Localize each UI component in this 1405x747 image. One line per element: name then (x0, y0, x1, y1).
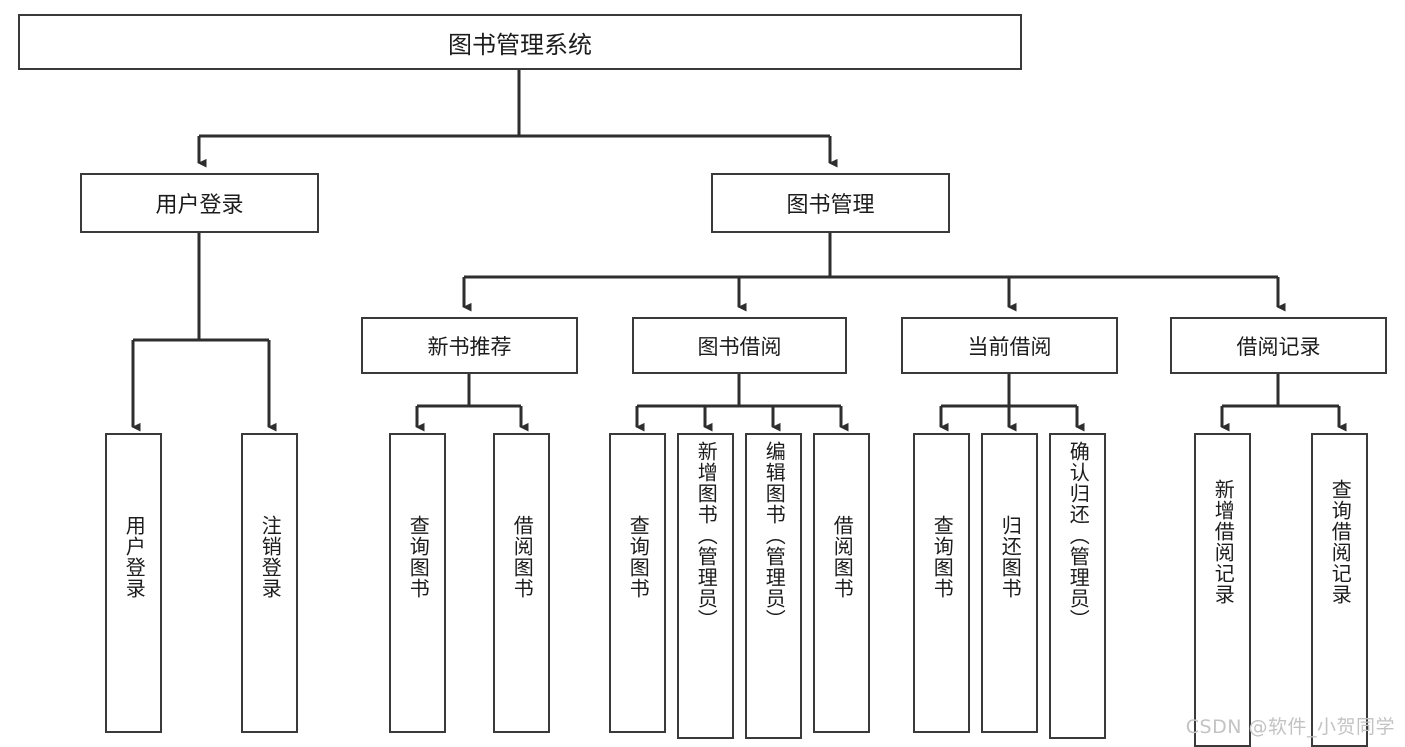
leaf-book-borrow-add-book-admin[interactable]: 新增图书（管理员） (677, 433, 734, 739)
leaf-new-book-borrow-book[interactable]: 借阅图书 (493, 433, 550, 733)
leaf-user-login-login[interactable]: 用户登录 (105, 433, 162, 733)
node-label: 图书管理系统 (448, 30, 592, 59)
leaf-label: 确认归还（管理员） (1066, 441, 1091, 630)
leaf-book-borrow-query-book[interactable]: 查询图书 (609, 433, 666, 733)
leaf-label: 查询图书 (406, 515, 431, 599)
node-book-management[interactable]: 图书管理 (711, 173, 950, 233)
node-label: 图书借阅 (697, 334, 782, 359)
node-label: 借阅记录 (1236, 334, 1321, 359)
csdn-watermark: CSDN @软件_小贺同学 (1185, 716, 1395, 738)
leaf-label: 归还图书 (998, 515, 1023, 599)
node-book-borrow[interactable]: 图书借阅 (632, 317, 847, 374)
node-label: 新书推荐 (427, 334, 512, 359)
leaf-current-borrow-return-book[interactable]: 归还图书 (981, 433, 1038, 733)
leaf-new-book-query-book[interactable]: 查询图书 (389, 433, 446, 733)
node-label: 图书管理 (786, 193, 875, 218)
leaf-label: 借阅图书 (510, 515, 535, 599)
leaf-label: 借阅图书 (830, 515, 855, 599)
leaf-current-borrow-query-book[interactable]: 查询图书 (913, 433, 970, 733)
leaf-borrow-record-query-record[interactable]: 查询借阅记录 (1311, 433, 1368, 747)
node-root-book-management-system[interactable]: 图书管理系统 (18, 14, 1022, 70)
node-label: 用户登录 (155, 193, 244, 218)
node-user-login[interactable]: 用户登录 (80, 173, 319, 233)
leaf-current-borrow-confirm-return-admin[interactable]: 确认归还（管理员） (1049, 433, 1106, 739)
leaf-user-login-logout[interactable]: 注销登录 (241, 433, 298, 733)
leaf-label: 新增图书（管理员） (694, 441, 719, 630)
leaf-label: 编辑图书（管理员） (762, 441, 787, 630)
node-label: 当前借阅 (967, 334, 1052, 359)
leaf-label: 新增借阅记录 (1211, 479, 1236, 605)
leaf-label: 查询图书 (626, 515, 651, 599)
node-current-borrow[interactable]: 当前借阅 (901, 317, 1118, 374)
leaf-book-borrow-borrow-book[interactable]: 借阅图书 (813, 433, 870, 733)
node-borrow-record[interactable]: 借阅记录 (1170, 317, 1387, 374)
leaf-label: 查询图书 (930, 515, 955, 599)
leaf-label: 注销登录 (258, 515, 283, 599)
leaf-label: 查询借阅记录 (1328, 479, 1353, 605)
leaf-borrow-record-add-record[interactable]: 新增借阅记录 (1194, 433, 1251, 747)
node-new-book-recommend[interactable]: 新书推荐 (361, 317, 578, 374)
leaf-label: 用户登录 (122, 515, 147, 599)
leaf-book-borrow-edit-book-admin[interactable]: 编辑图书（管理员） (745, 433, 802, 739)
